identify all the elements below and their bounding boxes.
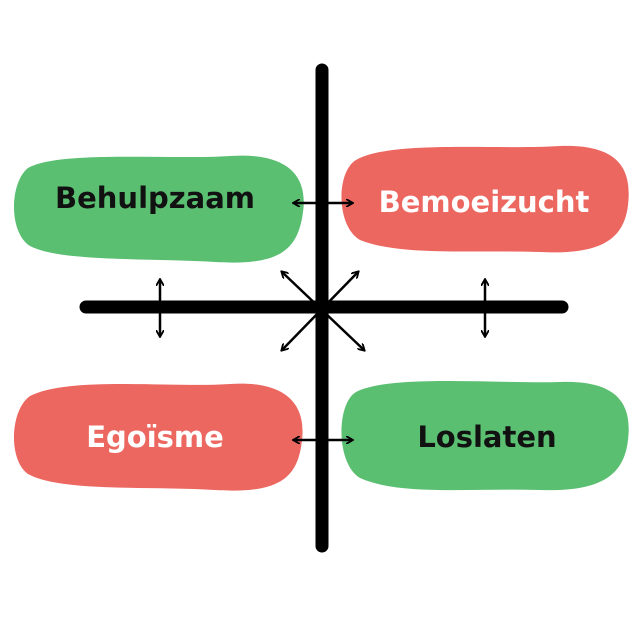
label-behulpzaam: Behulpzaam <box>55 181 255 215</box>
blob-bottom-right <box>341 381 629 491</box>
blob-top-left <box>14 155 304 263</box>
quadrant-top-left: Behulpzaam <box>14 155 304 263</box>
label-egoisme: Egoïsme <box>86 420 224 454</box>
label-loslaten: Loslaten <box>417 420 556 454</box>
quadrant-bottom-left: Egoïsme <box>13 383 303 491</box>
arrow-diagonal-anti <box>282 272 358 350</box>
blob-bottom-left <box>13 383 303 491</box>
blob-top-right <box>341 145 629 253</box>
quadrant-top-right: Bemoeizucht <box>341 145 629 253</box>
label-bemoeizucht: Bemoeizucht <box>379 185 590 219</box>
quadrant-bottom-right: Loslaten <box>341 381 629 491</box>
